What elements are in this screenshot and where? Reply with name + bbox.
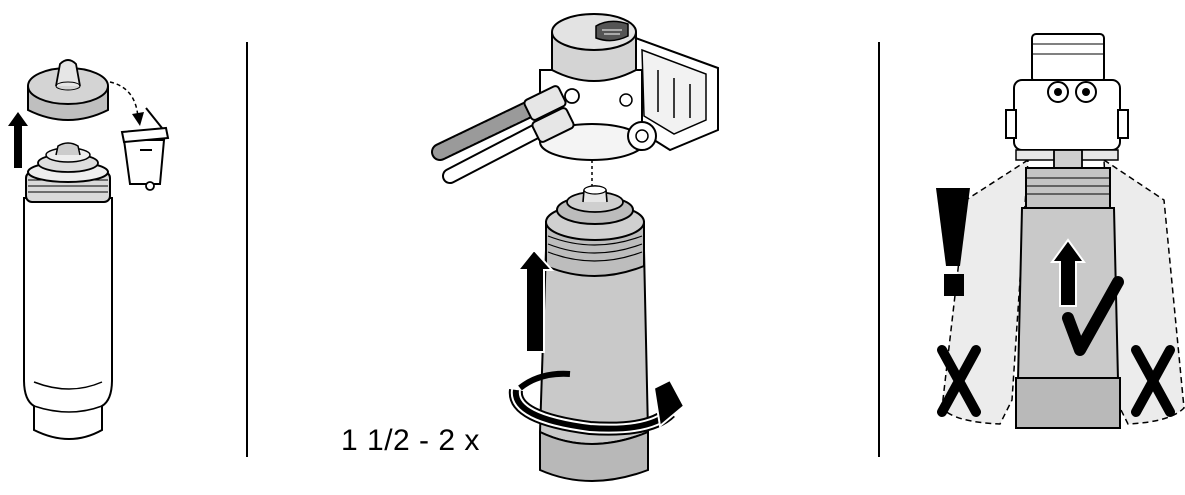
step-remove-cap <box>0 0 250 495</box>
water-hoses <box>431 85 580 184</box>
filter-head <box>539 13 657 161</box>
filter-head-front <box>1005 33 1129 161</box>
warning-exclamation-icon <box>936 188 970 296</box>
insert-vertically-illustration <box>936 33 1185 429</box>
correct-check-icon <box>1062 276 1124 356</box>
step-insert-vertically <box>880 0 1185 495</box>
screw-in-illustration <box>431 13 719 482</box>
filter-cartridge-small <box>23 142 113 440</box>
step-screw-in-cartridge <box>250 0 880 495</box>
rotate-clockwise-arrow-icon <box>508 370 686 436</box>
incorrect-x-icon <box>1131 345 1175 417</box>
discard-path <box>109 81 139 119</box>
step-divider <box>246 42 248 457</box>
step-divider <box>878 42 880 457</box>
turns-label: 1 1/2 - 2 x <box>341 424 480 457</box>
wall-bracket <box>628 34 719 152</box>
remove-cap-illustration <box>8 59 170 440</box>
insert-up-arrow-icon <box>1050 238 1086 307</box>
push-up-arrow-icon <box>515 248 555 353</box>
waste-bin-icon <box>120 107 170 191</box>
filter-cartridge <box>538 185 650 482</box>
incorrect-x-icon <box>937 345 981 417</box>
lift-up-arrow-icon <box>8 112 28 168</box>
protective-cap <box>27 59 109 121</box>
